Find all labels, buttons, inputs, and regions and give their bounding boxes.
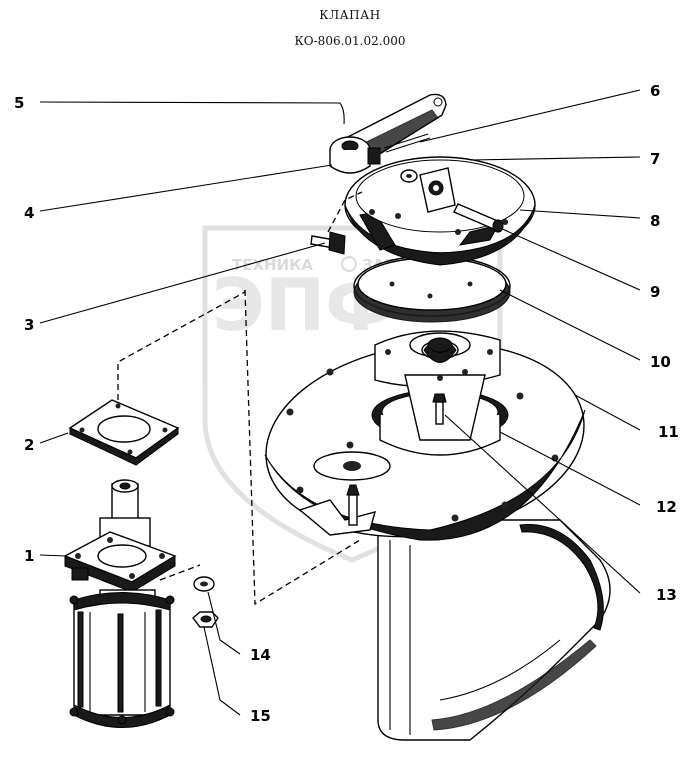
part-15-nut: [192, 611, 219, 628]
part-3-bolt: [310, 191, 363, 255]
gear-icon: [341, 256, 357, 272]
callout-10: 10: [650, 353, 671, 371]
part-5-lever: [329, 93, 447, 174]
part-9-gasket: [353, 255, 511, 323]
diagram-title: КЛАПАН: [319, 8, 381, 22]
leader-lines: [39, 89, 641, 716]
callout-numbers: 5 6 7 4 8 9 3 10 11 2 12 1 13 14 15: [14, 82, 679, 725]
callout-5: 5: [14, 94, 24, 112]
callout-8: 8: [650, 212, 660, 230]
part-7-valve-disc: [344, 156, 536, 266]
callout-14: 14: [250, 646, 271, 664]
watermark-left-text: ТЕХНИКА: [232, 256, 313, 274]
part-10-stem-bracket: [374, 330, 501, 441]
drawing-number: КО-806.01.02.000: [294, 34, 406, 48]
part-2-flange-gasket: [68, 399, 180, 466]
callout-12: 12: [656, 498, 677, 516]
callout-2: 2: [24, 436, 34, 454]
part-1-pneumatic-cylinder: [63, 479, 177, 728]
part-6-cotter-pin: [383, 133, 431, 153]
part-14-washer: [193, 576, 215, 592]
assembly-lines: [117, 289, 361, 606]
callout-15: 15: [250, 707, 271, 725]
callout-6: 6: [650, 82, 660, 100]
callout-7: 7: [650, 150, 660, 168]
callout-3: 3: [24, 316, 34, 334]
callout-13: 13: [656, 586, 677, 604]
callout-9: 9: [650, 283, 660, 301]
part-13-bolt: [432, 393, 447, 425]
callout-11: 11: [658, 423, 679, 441]
callout-4: 4: [24, 204, 34, 222]
callout-1: 1: [24, 547, 34, 565]
